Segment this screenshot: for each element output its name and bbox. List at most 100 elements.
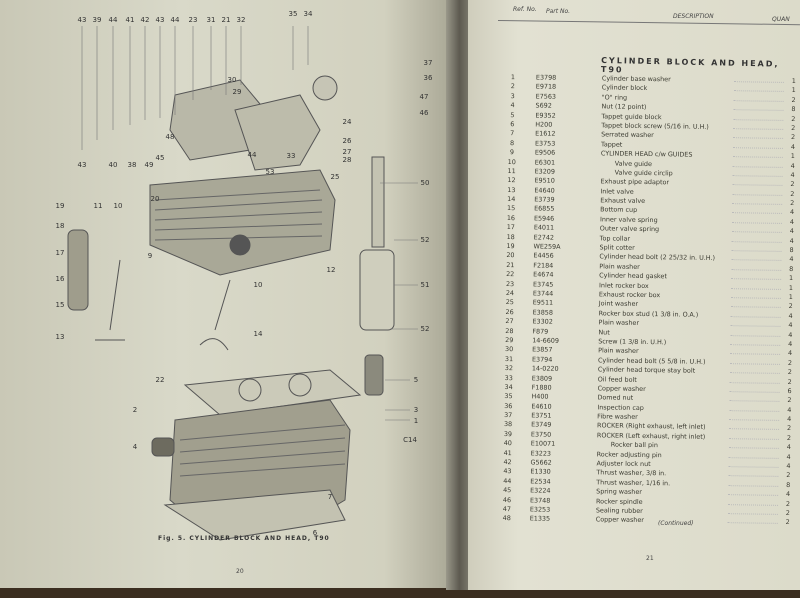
ref-number: 41	[503, 448, 512, 457]
quantity: 4	[789, 208, 795, 217]
part-number: E1335	[529, 514, 551, 524]
ref-number: 23	[505, 279, 515, 288]
part-description: Adjuster lock nut	[596, 459, 651, 469]
quantity: 2	[790, 133, 796, 142]
part-number: H400	[531, 392, 549, 401]
dot-leader	[733, 90, 784, 93]
part-description: Plain washer	[599, 262, 640, 271]
quantity: 4	[789, 236, 794, 245]
callout-number: C14	[403, 436, 417, 444]
ref-number: 28	[505, 326, 514, 335]
part-description: Thrust washer, 3/8 in.	[596, 468, 667, 478]
dot-leader	[731, 231, 782, 234]
callout-number: 50	[420, 179, 430, 187]
part-description: Outer valve spring	[599, 224, 660, 234]
ref-number: 43	[503, 467, 512, 476]
part-number: E9510	[534, 176, 555, 186]
part-description: Bottom cup	[600, 205, 638, 215]
header-ref: Ref. No.	[513, 6, 537, 13]
dot-leader	[732, 156, 783, 159]
callout-number: 18	[55, 222, 65, 230]
dot-leader	[732, 203, 783, 205]
quantity: 4	[789, 217, 795, 226]
part-description: ROCKER (Left exhaust, right inlet)	[596, 431, 706, 441]
callout-number: 12	[326, 266, 336, 274]
callout-number: 47	[419, 93, 429, 101]
dot-leader	[729, 391, 780, 393]
header-part: Part No.	[546, 8, 571, 15]
quantity: 2	[791, 95, 796, 104]
part-description: Rocker adjusting pin	[596, 449, 662, 459]
ref-number: 14	[507, 195, 516, 204]
header-rule	[497, 20, 800, 26]
dot-leader	[730, 297, 781, 299]
part-number: E3809	[531, 373, 553, 383]
part-description: Exhaust pipe adaptor	[600, 177, 670, 187]
ref-number: 1	[510, 73, 516, 82]
dot-leader	[732, 193, 783, 196]
ref-number: 17	[506, 223, 515, 232]
part-number: E4011	[533, 223, 555, 232]
quantity: 1	[788, 283, 794, 292]
part-number: 14-6609	[532, 336, 560, 345]
ref-number: 44	[503, 476, 512, 485]
continued-note: (Continued)	[658, 520, 694, 527]
ref-number: 20	[506, 251, 515, 260]
ref-number: 18	[506, 232, 515, 241]
callout-number: 21	[221, 16, 231, 24]
dot-leader	[729, 372, 780, 374]
quantity: 1	[791, 77, 796, 86]
quantity: 2	[791, 114, 796, 123]
ref-number: 10	[507, 157, 516, 166]
dot-leader	[733, 81, 784, 83]
page-number-left: 20	[236, 568, 244, 575]
part-description: Nut	[598, 327, 610, 337]
ref-number: 38	[503, 420, 513, 429]
dot-leader	[730, 353, 781, 356]
part-number: E9506	[534, 148, 556, 157]
dot-leader	[732, 175, 783, 177]
dot-leader	[733, 99, 784, 102]
part-description: Exhaust valve	[600, 196, 646, 206]
part-description: Sealing rubber	[595, 506, 643, 515]
part-description: Inlet rocker box	[598, 280, 649, 290]
quantity: 2	[785, 499, 791, 508]
quantity: 4	[790, 142, 796, 151]
callout-number: 44	[247, 151, 257, 159]
dot-leader	[729, 428, 780, 431]
part-number: E3748	[529, 495, 551, 505]
part-description: Spring washer	[596, 487, 642, 497]
part-description: ROCKER (Right exhaust, left inlet)	[597, 421, 706, 432]
dot-leader	[729, 419, 780, 421]
callout-number: 48	[165, 133, 175, 141]
ref-number: 7	[510, 129, 515, 138]
dot-leader	[733, 109, 784, 112]
dot-leader	[727, 522, 778, 525]
dot-leader	[729, 409, 780, 412]
callout-number: 44	[170, 16, 180, 24]
ref-number: 16	[506, 213, 516, 223]
quantity: 2	[785, 518, 790, 527]
callout-number: 1	[413, 417, 419, 425]
callout-number: 25	[330, 173, 340, 181]
part-number: E9511	[532, 298, 554, 308]
dot-leader	[730, 344, 781, 346]
quantity: 1	[789, 274, 794, 283]
callout-number: 36	[423, 74, 433, 82]
dot-leader	[730, 315, 781, 318]
part-description: Rocker box stud (1 3/8 in. O.A.)	[598, 309, 699, 319]
ref-number: 27	[505, 317, 514, 326]
part-number: E3798	[535, 73, 557, 82]
callout-number: 3	[413, 406, 419, 414]
quantity: 4	[786, 461, 791, 471]
header-quantity: QUAN	[772, 16, 790, 23]
part-number: E2742	[533, 233, 555, 242]
callout-number: 9	[147, 252, 153, 260]
part-number: F1880	[531, 383, 552, 392]
callout-number: 29	[232, 88, 242, 96]
quantity: 4	[790, 170, 795, 179]
callout-number: 28	[342, 156, 352, 164]
callout-number: 31	[206, 16, 216, 24]
callout-number: 22	[155, 376, 165, 384]
callout-number: 15	[55, 301, 65, 309]
